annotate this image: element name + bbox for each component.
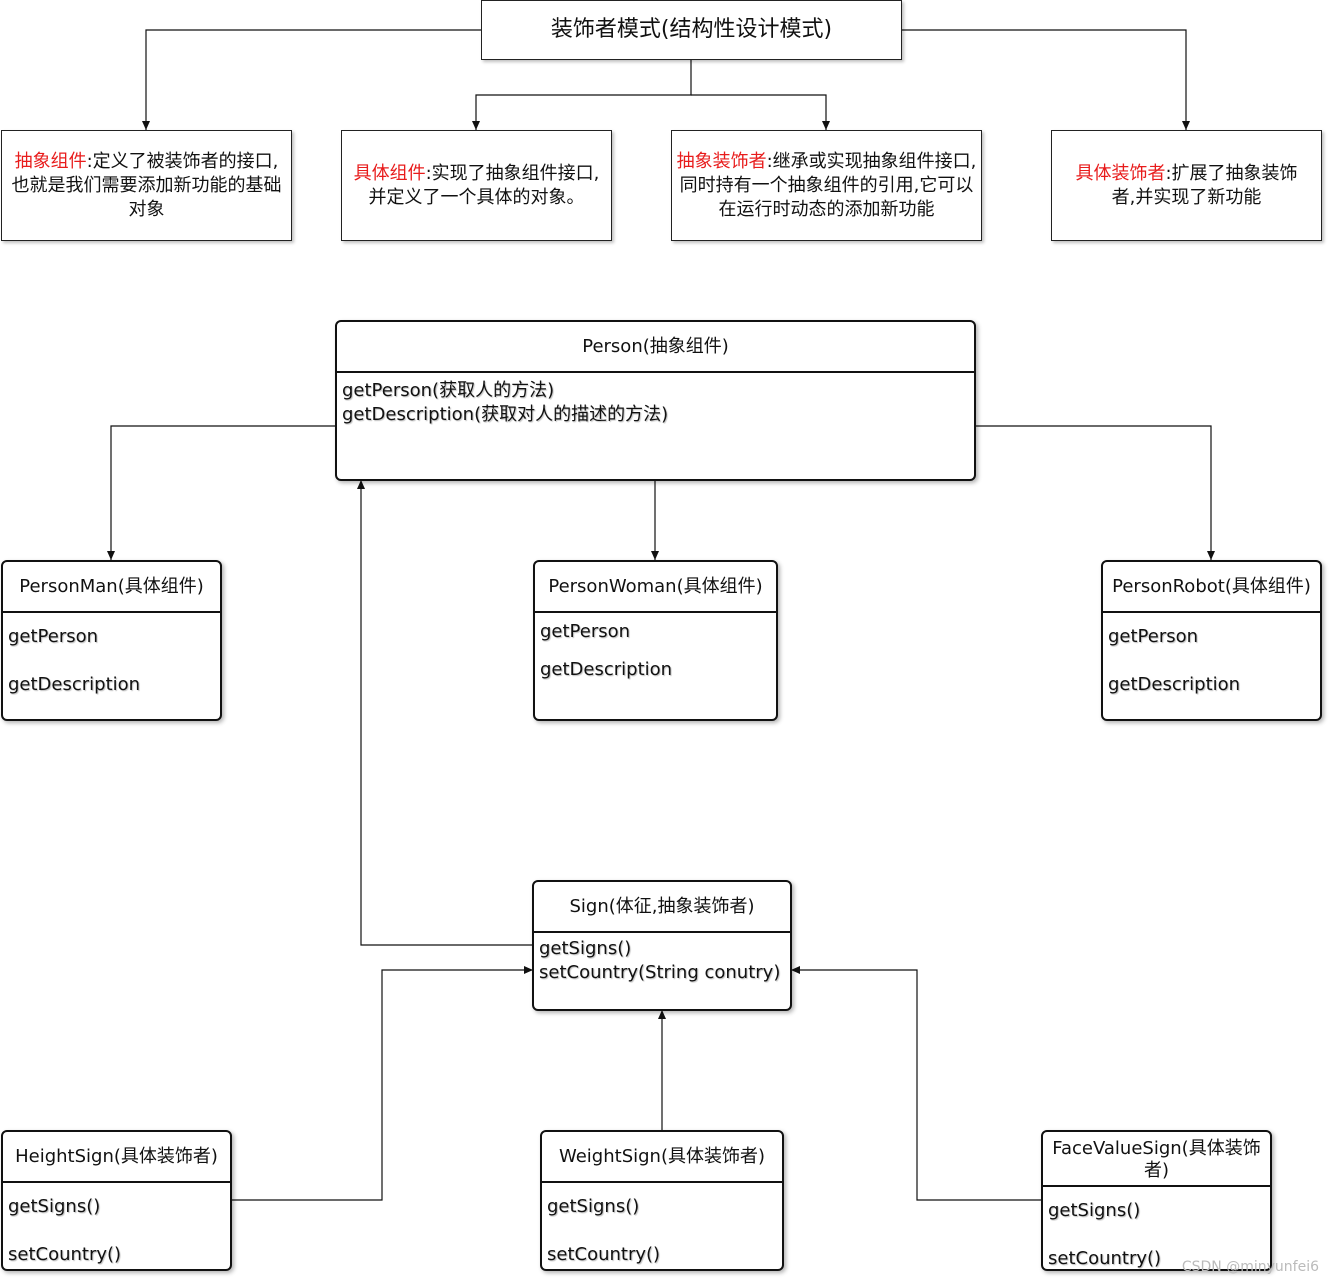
class-weightsign: WeightSign(具体装饰者) getSigns() setCountry(… xyxy=(540,1130,784,1271)
method: getPerson xyxy=(1108,626,1199,647)
class-personman: PersonMan(具体组件) getPerson getDescription xyxy=(1,560,222,721)
role-desc: :实现了抽象组件接口,并定义了一个具体的对象。 xyxy=(368,162,600,208)
edge-facevaluesign-to-sign xyxy=(791,966,1042,1201)
method: getDescription xyxy=(1108,674,1241,695)
class-personwoman-body: getPerson getDescription xyxy=(535,613,776,693)
class-personrobot-body: getPerson getDescription xyxy=(1103,613,1320,713)
method: getSigns() xyxy=(539,938,632,959)
class-facevaluesign: FaceValueSign(具体装饰者) getSigns() setCount… xyxy=(1041,1130,1272,1271)
class-facevaluesign-body: getSigns() setCountry() xyxy=(1043,1187,1270,1269)
edge-title-to-abstract-decorator xyxy=(691,94,830,130)
method: setCountry(String conutry) xyxy=(539,962,781,983)
role-desc: :继承或实现抽象组件接口,同时持有一个抽象组件的引用,它可以在运行时动态的添加新… xyxy=(679,150,977,220)
class-heightsign-header: HeightSign(具体装饰者) xyxy=(3,1132,230,1183)
method: setCountry() xyxy=(1048,1248,1162,1269)
role-term: 具体组件 xyxy=(353,162,426,184)
method: getSigns() xyxy=(8,1196,101,1217)
class-heightsign: HeightSign(具体装饰者) getSigns() setCountry(… xyxy=(1,1130,232,1271)
class-sign: Sign(体征,抽象装饰者) getSigns() setCountry(Str… xyxy=(532,880,792,1011)
class-sign-header: Sign(体征,抽象装饰者) xyxy=(534,882,790,933)
class-personrobot-header: PersonRobot(具体组件) xyxy=(1103,562,1320,613)
role-term: 抽象装饰者 xyxy=(676,150,767,172)
class-person: Person(抽象组件) getPerson(获取人的方法) getDescri… xyxy=(335,320,976,481)
class-name: PersonMan(具体组件) xyxy=(19,575,204,597)
method: getDescription(获取对人的描述的方法) xyxy=(342,404,669,425)
diagram-title: 装饰者模式(结构性设计模式) xyxy=(481,0,902,60)
edge-person-to-personman xyxy=(107,425,336,560)
class-facevaluesign-header: FaceValueSign(具体装饰者) xyxy=(1043,1132,1270,1187)
method: getPerson xyxy=(540,621,631,642)
class-person-body: getPerson(获取人的方法) getDescription(获取对人的描述… xyxy=(337,373,974,431)
class-personman-body: getPerson getDescription xyxy=(3,613,220,713)
edge-sign-to-person xyxy=(357,480,533,946)
method: setCountry() xyxy=(547,1244,661,1265)
class-name: FaceValueSign(具体装饰者) xyxy=(1052,1137,1261,1181)
watermark: CSDN @minyunfei6 xyxy=(1181,1259,1319,1275)
method: getDescription xyxy=(8,674,141,695)
method: getSigns() xyxy=(547,1196,640,1217)
class-heightsign-body: getSigns() setCountry() xyxy=(3,1183,230,1269)
class-weightsign-body: getSigns() setCountry() xyxy=(542,1183,782,1269)
role-abstract-decorator: 抽象装饰者:继承或实现抽象组件接口,同时持有一个抽象组件的引用,它可以在运行时动… xyxy=(671,130,982,241)
class-person-header: Person(抽象组件) xyxy=(337,322,974,373)
edge-title-to-abstract-component xyxy=(142,29,481,130)
role-term: 抽象组件 xyxy=(14,150,87,172)
method: getPerson xyxy=(8,626,99,647)
class-name: PersonRobot(具体组件) xyxy=(1112,575,1311,597)
role-term: 具体装饰者 xyxy=(1075,162,1166,184)
class-name: WeightSign(具体装饰者) xyxy=(558,1145,765,1167)
diagram-title-text: 装饰者模式(结构性设计模式) xyxy=(550,17,833,42)
class-name: Sign(体征,抽象装饰者) xyxy=(569,895,755,917)
method: setCountry() xyxy=(8,1244,122,1265)
class-name: PersonWoman(具体组件) xyxy=(548,575,763,597)
edge-person-to-personrobot xyxy=(975,425,1215,560)
class-sign-body: getSigns() setCountry(String conutry) xyxy=(534,933,790,989)
class-personwoman-header: PersonWoman(具体组件) xyxy=(535,562,776,613)
class-personman-header: PersonMan(具体组件) xyxy=(3,562,220,613)
role-concrete-decorator: 具体装饰者:扩展了抽象装饰者,并实现了新功能 xyxy=(1051,130,1322,241)
class-personwoman: PersonWoman(具体组件) getPerson getDescripti… xyxy=(533,560,778,721)
class-name: Person(抽象组件) xyxy=(582,335,729,357)
edge-title-to-concrete-component xyxy=(472,60,692,130)
role-concrete-component: 具体组件:实现了抽象组件接口,并定义了一个具体的对象。 xyxy=(341,130,612,241)
method: getDescription xyxy=(540,659,673,680)
class-personrobot: PersonRobot(具体组件) getPerson getDescripti… xyxy=(1101,560,1322,721)
class-weightsign-header: WeightSign(具体装饰者) xyxy=(542,1132,782,1183)
method: getPerson(获取人的方法) xyxy=(342,380,555,401)
edge-heightsign-to-sign xyxy=(232,966,533,1201)
role-desc: :定义了被装饰者的接口,也就是我们需要添加新功能的基础对象 xyxy=(11,150,282,220)
edge-title-to-concrete-decorator xyxy=(901,29,1190,130)
role-desc: :扩展了抽象装饰者,并实现了新功能 xyxy=(1111,162,1298,208)
role-abstract-component: 抽象组件:定义了被装饰者的接口,也就是我们需要添加新功能的基础对象 xyxy=(1,130,292,241)
method: getSigns() xyxy=(1048,1200,1141,1221)
class-name: HeightSign(具体装饰者) xyxy=(15,1145,218,1167)
